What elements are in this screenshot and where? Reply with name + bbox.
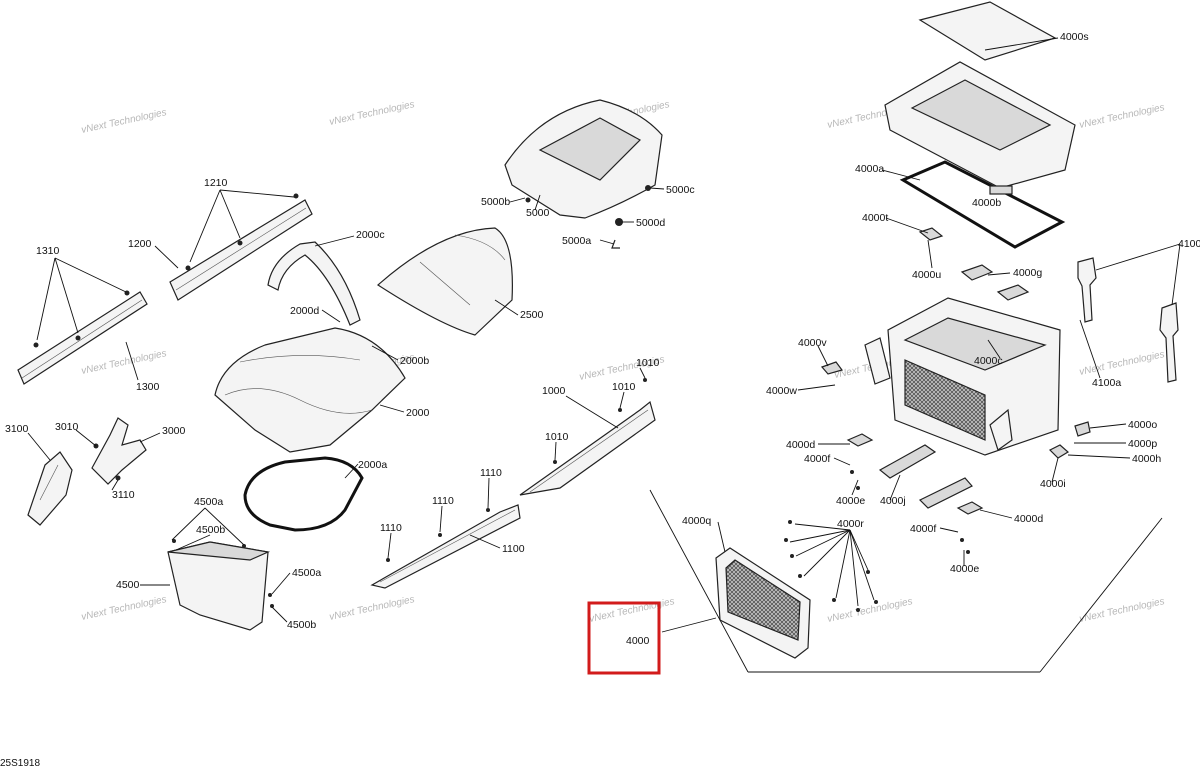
label-4500[interactable]: 4500	[116, 579, 140, 591]
label-4000w[interactable]: 4000w	[766, 385, 797, 397]
label-4500a[interactable]: 4500a	[194, 496, 223, 508]
label-4000i[interactable]: 4000i	[1040, 478, 1066, 490]
watermark: vNext Technologies	[80, 348, 167, 377]
part-1100-rail[interactable]	[370, 504, 521, 589]
part-4000q-filter[interactable]	[715, 547, 811, 659]
label-4500a[interactable]: 4500a	[292, 567, 321, 579]
label-1010[interactable]: 1010	[545, 431, 569, 443]
label-1010[interactable]: 1010	[636, 357, 660, 369]
label-4000a[interactable]: 4000a	[855, 163, 884, 175]
watermark: vNext Technologies	[1078, 596, 1165, 625]
label-4500b[interactable]: 4500b	[287, 619, 316, 631]
label-4000p[interactable]: 4000p	[1128, 438, 1157, 450]
label-1300[interactable]: 1300	[136, 381, 160, 393]
diagram-code: 25S1918	[0, 758, 40, 769]
leader-lines	[27, 37, 1181, 623]
part-2000a-seal[interactable]	[243, 456, 364, 532]
label-4000b[interactable]: 4000b	[972, 197, 1001, 209]
label-1000[interactable]: 1000	[542, 385, 566, 397]
label-3100[interactable]: 3100	[5, 423, 29, 435]
label-2000b[interactable]: 2000b	[400, 355, 429, 367]
part-1000-rail[interactable]	[519, 378, 656, 496]
part-4000g-label[interactable]	[960, 264, 1030, 301]
label-4000o[interactable]: 4000o	[1128, 419, 1157, 431]
label-4000e[interactable]: 4000e	[950, 563, 979, 575]
watermark: vNext Technologies	[80, 594, 167, 623]
label-4000s[interactable]: 4000s	[1060, 31, 1089, 43]
label-4000d[interactable]: 4000d	[1014, 513, 1043, 525]
hardware-4000r-screws[interactable]	[784, 470, 970, 612]
watermark: vNext Technologies	[80, 107, 167, 136]
label-4000t[interactable]: 4000t	[862, 212, 888, 224]
part-labels: 4000s 4000a 4000b 4000t 4000u 4000g 4100…	[5, 31, 1200, 647]
label-1100[interactable]: 1100	[502, 543, 525, 555]
label-1210[interactable]: 1210	[204, 177, 228, 189]
part-4000-box[interactable]	[864, 297, 1061, 456]
label-4100[interactable]: 4100	[1178, 238, 1200, 250]
highlight-callout-box	[587, 601, 661, 675]
hardware-4000j-straps[interactable]	[878, 444, 973, 509]
label-2500[interactable]: 2500	[520, 309, 544, 321]
label-1110[interactable]: 1110	[432, 495, 454, 507]
label-4000r[interactable]: 4000r	[837, 518, 864, 530]
label-4000q[interactable]: 4000q	[682, 515, 711, 527]
label-2000c[interactable]: 2000c	[356, 229, 385, 241]
watermark: vNext Technologies	[826, 596, 913, 625]
label-1310[interactable]: 1310	[36, 245, 60, 257]
label-4500b[interactable]: 4500b	[196, 524, 225, 536]
assembly-bracket-4000	[649, 489, 1163, 673]
label-4000h[interactable]: 4000h	[1132, 453, 1161, 465]
label-1110[interactable]: 1110	[380, 522, 402, 534]
part-4000-lid[interactable]	[884, 61, 1076, 189]
part-4000b-label[interactable]	[989, 185, 1013, 195]
label-4000u[interactable]: 4000u	[912, 269, 941, 281]
label-4000j[interactable]: 4000j	[880, 495, 906, 507]
label-4000d[interactable]: 4000d	[786, 439, 815, 451]
label-4000g[interactable]: 4000g	[1013, 267, 1042, 279]
part-4500-storage-bin[interactable]	[167, 539, 274, 631]
hardware-4000d-latches[interactable]	[820, 227, 1091, 515]
watermark: vNext Technologies	[328, 594, 415, 623]
label-3000[interactable]: 3000	[162, 425, 186, 437]
part-4100-strut-right[interactable]	[1159, 302, 1179, 383]
label-4000e[interactable]: 4000e	[836, 495, 865, 507]
part-3100-hinge-cover[interactable]	[27, 451, 73, 526]
part-2000-seat[interactable]	[214, 327, 406, 453]
label-2000d[interactable]: 2000d	[290, 305, 319, 317]
part-4100-strut-left[interactable]	[1077, 257, 1097, 323]
label-4000f[interactable]: 4000f	[910, 523, 936, 535]
label-3010[interactable]: 3010	[55, 421, 79, 433]
label-5000a[interactable]: 5000a	[562, 235, 591, 247]
label-3110[interactable]: 3110	[112, 489, 135, 501]
label-1200[interactable]: 1200	[128, 238, 152, 250]
label-5000c[interactable]: 5000c	[666, 184, 695, 196]
label-5000b[interactable]: 5000b	[481, 196, 510, 208]
label-4000v[interactable]: 4000v	[798, 337, 827, 349]
part-4000s-lid-panel[interactable]	[918, 1, 1057, 61]
label-4000c[interactable]: 4000c	[974, 355, 1003, 367]
label-5000[interactable]: 5000	[526, 207, 550, 219]
label-4100a[interactable]: 4100a	[1092, 377, 1121, 389]
label-2000[interactable]: 2000	[406, 407, 430, 419]
part-3000-hinge[interactable]	[91, 417, 147, 485]
part-4000a-gasket[interactable]	[899, 160, 1066, 249]
part-1300-bracket[interactable]	[17, 290, 148, 385]
label-4000f[interactable]: 4000f	[804, 453, 830, 465]
label-2000a[interactable]: 2000a	[358, 459, 387, 471]
label-1110[interactable]: 1110	[480, 467, 502, 479]
part-2500-seat-cover[interactable]	[377, 227, 513, 336]
label-4000[interactable]: 4000	[626, 635, 650, 647]
label-1010[interactable]: 1010	[612, 381, 636, 393]
watermark: vNext Technologies	[328, 99, 415, 128]
watermark: vNext Technologies	[1078, 102, 1165, 131]
part-2000c-handle[interactable]	[267, 241, 361, 326]
part-5000-console[interactable]	[504, 99, 663, 249]
label-5000d[interactable]: 5000d	[636, 217, 665, 229]
watermark: vNext Technologies	[588, 596, 675, 625]
part-1200-bracket[interactable]	[169, 193, 313, 301]
